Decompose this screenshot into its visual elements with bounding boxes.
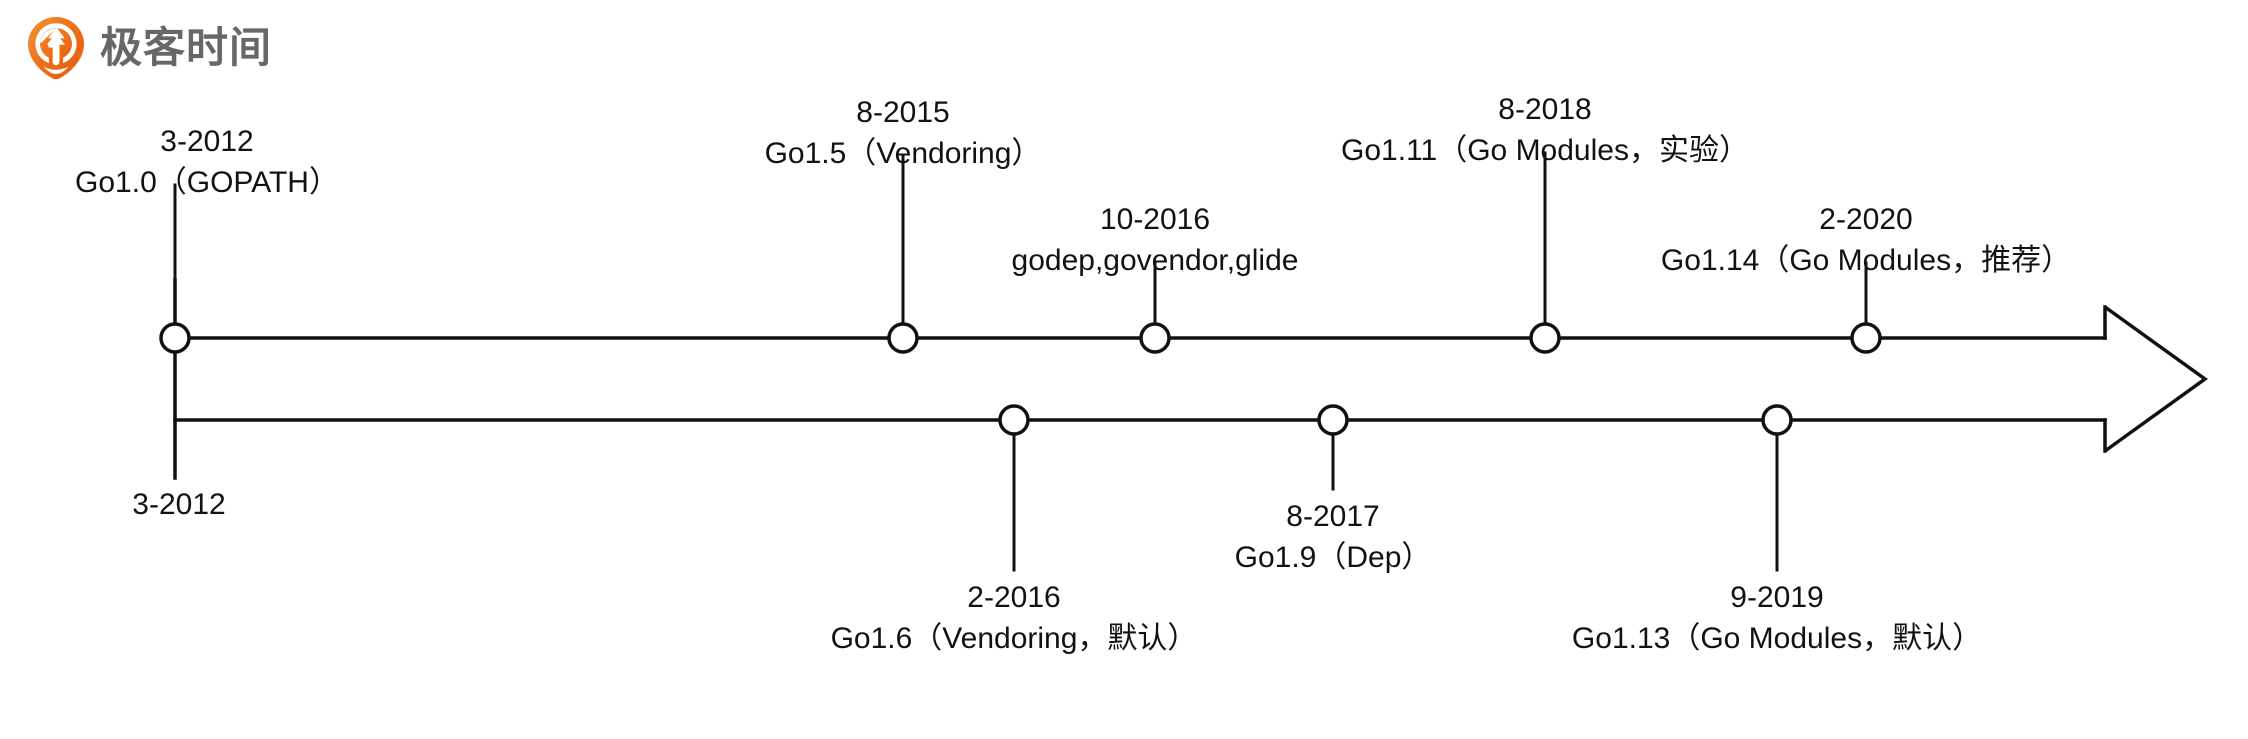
label-date: 2-2020 xyxy=(1819,203,1913,236)
label-date: 8-2018 xyxy=(1498,93,1592,126)
label-detail: Go1.13（Go Modules，默认） xyxy=(1571,621,1983,655)
timeline-axes xyxy=(173,278,2208,480)
label-detail: Go1.6（Vendoring，默认） xyxy=(830,621,1198,655)
label-date: 3-2012 xyxy=(132,488,226,521)
label-date: 10-2016 xyxy=(1099,203,1211,236)
node-go1-5[interactable] xyxy=(887,322,919,354)
label-date: 8-2015 xyxy=(856,96,950,129)
timeline-nodes xyxy=(159,322,1882,436)
label-date: 8-2017 xyxy=(1286,500,1380,533)
label-detail: Go1.11（Go Modules，实验） xyxy=(1341,133,1749,167)
label-detail: Go1.9（Dep） xyxy=(1234,540,1432,574)
label-detail: Go1.5（Vendoring） xyxy=(764,136,1042,170)
node-go1-13[interactable] xyxy=(1761,404,1793,436)
axis-arrowhead xyxy=(2103,305,2208,453)
geek-time-pin-icon xyxy=(28,17,84,80)
brand-logo: 极客时间 xyxy=(26,16,272,80)
label-date: 3-2012 xyxy=(160,125,254,158)
node-go1-6[interactable] xyxy=(998,404,1030,436)
node-go1-0[interactable] xyxy=(159,322,191,354)
node-go1-14[interactable] xyxy=(1850,322,1882,354)
node-go1-11[interactable] xyxy=(1529,322,1561,354)
node-tools-2016[interactable] xyxy=(1139,322,1171,354)
label-date: 9-2019 xyxy=(1730,581,1824,614)
node-go1-9[interactable] xyxy=(1317,404,1349,436)
label-detail: Go1.0（GOPATH） xyxy=(75,165,339,199)
label-detail: godep,govendor,glide xyxy=(1011,243,1299,277)
label-tools-2016: 10-2016 godep,govendor,glide xyxy=(1012,200,1299,281)
label-origin-2012: 3-2012 xyxy=(132,485,225,526)
label-date: 2-2016 xyxy=(967,581,1061,614)
label-detail: Go1.14（Go Modules，推荐） xyxy=(1660,243,2072,277)
brand-name: 极客时间 xyxy=(100,24,273,71)
